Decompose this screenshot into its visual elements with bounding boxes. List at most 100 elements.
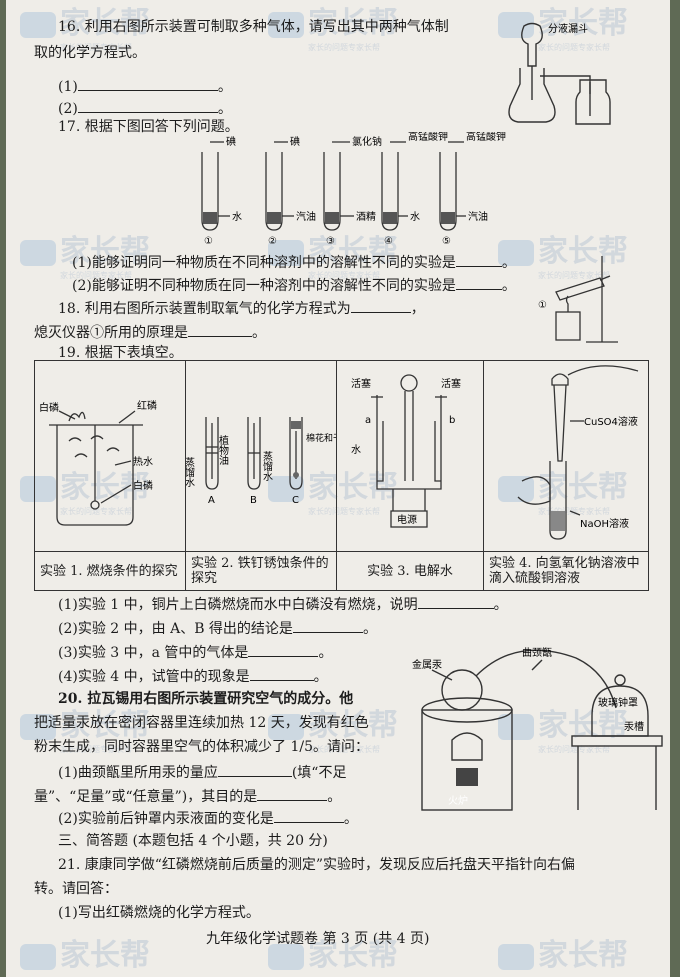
tube-a-label: a	[365, 415, 371, 426]
white-phosphorus-label-2: 白磷	[133, 479, 153, 492]
q20-text-3: 粉末生成，同时容器里空气的体积减少了 1/5。请问：	[34, 739, 369, 755]
q18-oxygen-apparatus-figure: ①	[538, 256, 618, 343]
hot-water-label: 热水	[133, 455, 153, 468]
vegetable-oil-label: 植物油	[217, 434, 229, 465]
q20-text-2: 把适量汞放在密闭容器里连续加热 12 天，发现有红色	[34, 715, 369, 731]
q20-question-1-cont: 量”、“足量”或“任意量”)，其目的是。	[34, 786, 341, 806]
q16-text: 16. 利用右图所示装置可制取多种气体，请写出其中两种气体制	[58, 19, 449, 35]
q17-question-1: (1)能够证明同一种物质在不同种溶剂中的溶解性不同的实验是。	[72, 252, 516, 272]
q16-item-1: (1)。	[58, 76, 232, 96]
page-footer: 九年级化学试题卷 第 3 页 (共 4 页)	[206, 931, 430, 947]
mercury-trough-label: 汞槽	[624, 720, 644, 733]
exp3-electrolysis-figure: 活塞 活塞 a b 水 电源	[351, 374, 461, 528]
tube-c-label: C	[292, 495, 299, 506]
tube-b-label: B	[250, 495, 257, 506]
tube-2-solvent: 汽油	[296, 210, 316, 223]
red-phosphorus-label: 红磷	[137, 399, 157, 412]
q19-question-4: (4)实验 4 中，试管中的现象是。	[58, 666, 328, 686]
answer-blank[interactable]	[455, 275, 502, 290]
q17-test-tubes-figure: 碘 碘 氯化钠 高锰酸钾 高锰酸钾 水 汽油 酒精 水 汽油 ① ② ③ ④ ⑤	[201, 132, 506, 247]
exp2-rusting-figure: 蒸馏水 植物油 蒸馏水 棉花和干燥剂 A B C	[183, 417, 360, 506]
tube-4-solvent: 水	[410, 211, 420, 223]
q19-text: 19. 根据下表填空。	[58, 345, 183, 361]
tube-1-top: 碘	[226, 135, 236, 148]
tube-2-number: ②	[268, 236, 277, 247]
q21-question-1: (1)写出红磷燃烧的化学方程式。	[58, 905, 260, 921]
exp1-caption: 实验 1. 燃烧条件的探究	[34, 551, 186, 591]
q20-question-1: (1)曲颈甑里所用汞的量应(填“不足	[58, 762, 346, 782]
exam-page: 家长帮家长的问题专家长帮 家长帮家长的问题专家长帮 家长帮家长的问题专家长帮 家…	[6, 0, 670, 977]
exp1-combustion-figure: 白磷 红磷 热水 白磷	[39, 399, 157, 526]
q16-text-2: 取的化学方程式。	[34, 45, 146, 61]
stopcock-label-right: 活塞	[441, 377, 461, 390]
tube-a-label: A	[208, 495, 215, 506]
watermark: 家长帮家长的问题专家长帮	[20, 0, 150, 53]
watermark: 家长帮	[498, 930, 628, 974]
tube-5-solvent: 汽油	[468, 210, 488, 223]
answer-blank[interactable]	[292, 618, 363, 633]
answer-blank[interactable]	[77, 98, 218, 113]
exp4-caption: 实验 4. 向氢氧化钠溶液中滴入硫酸铜溶液	[483, 551, 649, 591]
furnace-label: 火炉	[448, 795, 468, 807]
answer-blank[interactable]	[273, 808, 344, 823]
answer-blank[interactable]	[217, 762, 292, 777]
watermark: 家长帮家长的问题专家长帮	[268, 700, 398, 755]
watermark: 家长帮家长的问题专家长帮	[268, 226, 398, 281]
q20-lavoisier-apparatus-figure: 金属汞 曲颈甑 玻璃钟罩 汞槽 火炉	[412, 646, 663, 811]
q16-item-2: (2)。	[58, 98, 232, 118]
tube-2-top: 碘	[290, 135, 300, 148]
tube-3-number: ③	[326, 236, 335, 247]
cotton-desiccant-label: 棉花和干燥剂	[306, 432, 336, 444]
exp2-caption: 实验 2. 铁钉锈蚀条件的探究	[185, 551, 337, 591]
answer-blank[interactable]	[350, 298, 411, 313]
lamp-label: ①	[538, 300, 547, 311]
answer-blank[interactable]	[249, 666, 314, 681]
section-3-heading: 三、简答题 (本题包括 4 个小题，共 20 分)	[58, 833, 328, 849]
naoh-solution-label: NaOH溶液	[580, 517, 629, 530]
tube-3-top: 氯化钠	[352, 135, 382, 148]
mercury-label: 金属汞	[412, 658, 442, 671]
answer-blank[interactable]	[77, 76, 218, 91]
exp4-cuso4-figure: CuSO4溶液 NaOH溶液	[517, 365, 639, 540]
q19-question-1: (1)实验 1 中，铜片上白磷燃烧而水中白磷没有燃烧，说明。	[58, 594, 508, 614]
tube-1-solvent: 水	[232, 211, 242, 223]
watermark: 家长帮家长的问题专家长帮	[498, 700, 628, 755]
q17-question-2: (2)能够证明不同种物质在同一种溶剂中的溶解性不同的实验是。	[72, 275, 516, 295]
watermark: 家长帮	[268, 930, 398, 974]
q16-apparatus-figure: 分液漏斗	[508, 22, 611, 125]
answer-blank[interactable]	[248, 642, 319, 657]
answer-blank[interactable]	[417, 594, 494, 609]
tube-1-number: ①	[204, 236, 213, 247]
watermark: 家长帮家长的问题专家长帮	[498, 0, 628, 53]
tube-5-top: 高锰酸钾	[466, 132, 506, 143]
tube-4-top: 高锰酸钾	[408, 132, 448, 143]
water-label: 水	[351, 444, 361, 456]
cuso4-solution-label: CuSO4溶液	[584, 415, 638, 428]
q18-text: 18. 利用右图所示装置制取氧气的化学方程式为，	[58, 298, 425, 318]
q20-text: 20. 拉瓦锡用右图所示装置研究空气的成分。他	[58, 691, 354, 707]
distilled-water-label: 蒸馏水	[186, 457, 195, 487]
bell-jar-label: 玻璃钟罩	[598, 696, 638, 709]
power-supply-label: 电源	[397, 513, 417, 526]
tube-5-number: ⑤	[442, 236, 451, 247]
white-phosphorus-label: 白磷	[39, 401, 59, 414]
answer-blank[interactable]	[257, 786, 328, 801]
q18-text-2: 熄灭仪器①所用的原理是。	[34, 322, 266, 342]
exp3-caption: 实验 3. 电解水	[336, 551, 484, 591]
retort-label: 曲颈甑	[522, 646, 552, 659]
watermark: 家长帮家长的问题专家长帮	[20, 700, 150, 755]
answer-blank[interactable]	[188, 322, 252, 337]
distilled-water-label-2: 蒸馏水	[261, 451, 273, 481]
watermark: 家长帮	[20, 930, 150, 974]
watermark: 家长帮家长的问题专家长帮	[268, 0, 398, 53]
q20-question-2: (2)实验前后钟罩内汞液面的变化是。	[58, 808, 358, 828]
tube-3-solvent: 酒精	[356, 210, 376, 223]
tube-b-label: b	[449, 415, 455, 426]
q17-text: 17. 根据下图回答下列问题。	[58, 119, 239, 135]
q19-question-3: (3)实验 3 中，a 管中的气体是。	[58, 642, 332, 662]
tube-4-number: ④	[384, 236, 393, 247]
answer-blank[interactable]	[455, 252, 502, 267]
q21-text-2: 转。请回答：	[34, 881, 118, 897]
stopcock-label-left: 活塞	[351, 377, 371, 390]
q21-text: 21. 康康同学做“红磷燃烧前后质量的测定”实验时，发现反应后托盘天平指针向右偏	[58, 857, 576, 873]
